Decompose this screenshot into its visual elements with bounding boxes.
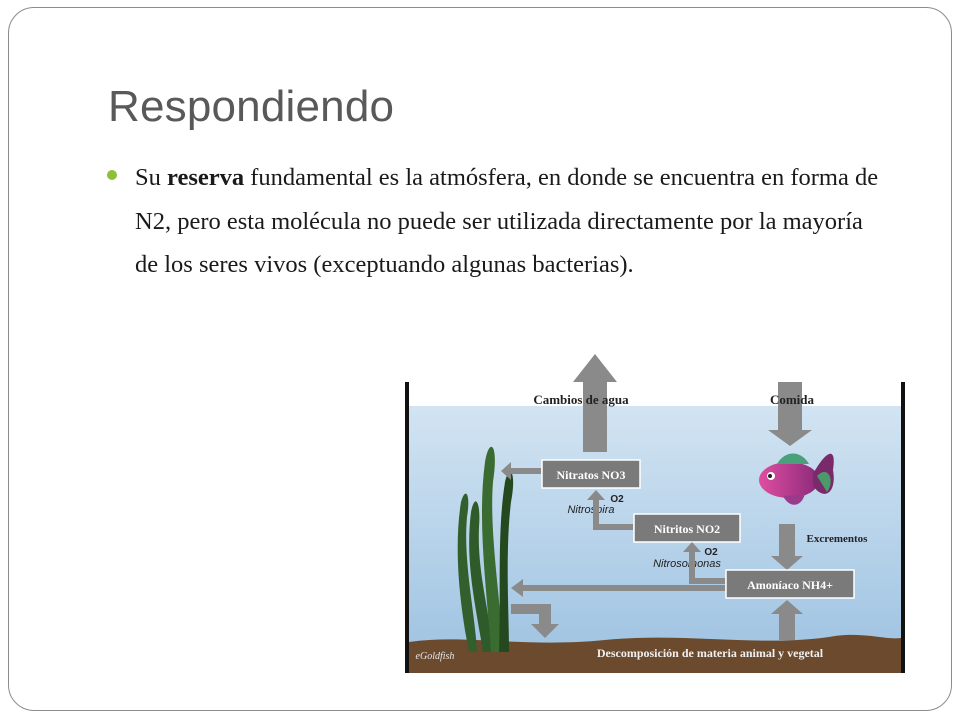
label-amoniaco: Amoníaco NH4+ (747, 578, 833, 592)
box-nitritos (633, 513, 741, 543)
bullet-bold: reserva (167, 164, 245, 191)
plant-icon (457, 446, 514, 652)
tank-wall-left (405, 382, 409, 673)
bullet-prefix: Su (135, 164, 168, 191)
slide-title: Respondiendo (108, 82, 395, 131)
arrow-cambios (573, 354, 617, 452)
arrow-nitritos-nitratos (587, 490, 633, 530)
arrow-excrementos (771, 524, 803, 570)
arrow-comida (768, 382, 812, 446)
box-amoniaco (725, 569, 855, 599)
bullet-rest: fundamental es la atmósfera, en donde se… (135, 164, 879, 278)
box-nitratos (541, 459, 641, 489)
arrow-to-plant-2 (511, 579, 725, 597)
label-excrementos: Excrementos (807, 533, 869, 545)
arrow-decomp-amoniaco (771, 600, 803, 640)
bullet-dot (107, 170, 117, 180)
label-o2-b: O2 (704, 547, 718, 558)
label-nitratos: Nitratos NO3 (557, 468, 626, 482)
label-nitritos: Nitritos NO2 (654, 522, 720, 536)
nitrogen-cycle-diagram: Cambios de agua Comida Nitratos NO3 O2 N… (405, 352, 905, 673)
arrow-amoniaco-nitritos (683, 542, 725, 584)
bullet-text: Su reserva fundamental es la atmósfera, … (135, 156, 880, 287)
label-nitrospira: Nitrospira (567, 504, 614, 516)
sand (409, 634, 901, 673)
label-comida: Comida (770, 392, 815, 407)
label-descomposicion: Descomposición de materia animal y veget… (597, 646, 824, 660)
label-cambios: Cambios de agua (533, 392, 629, 407)
logo-egoldfish: eGoldfish (416, 651, 455, 662)
arrow-plant-decomp (511, 604, 559, 638)
fish-icon (759, 453, 834, 505)
label-o2-a: O2 (610, 494, 624, 505)
label-nitrosomonas: Nitrosomonas (653, 558, 721, 570)
tank-wall-right (901, 382, 905, 673)
arrow-to-plant-1 (501, 462, 541, 480)
